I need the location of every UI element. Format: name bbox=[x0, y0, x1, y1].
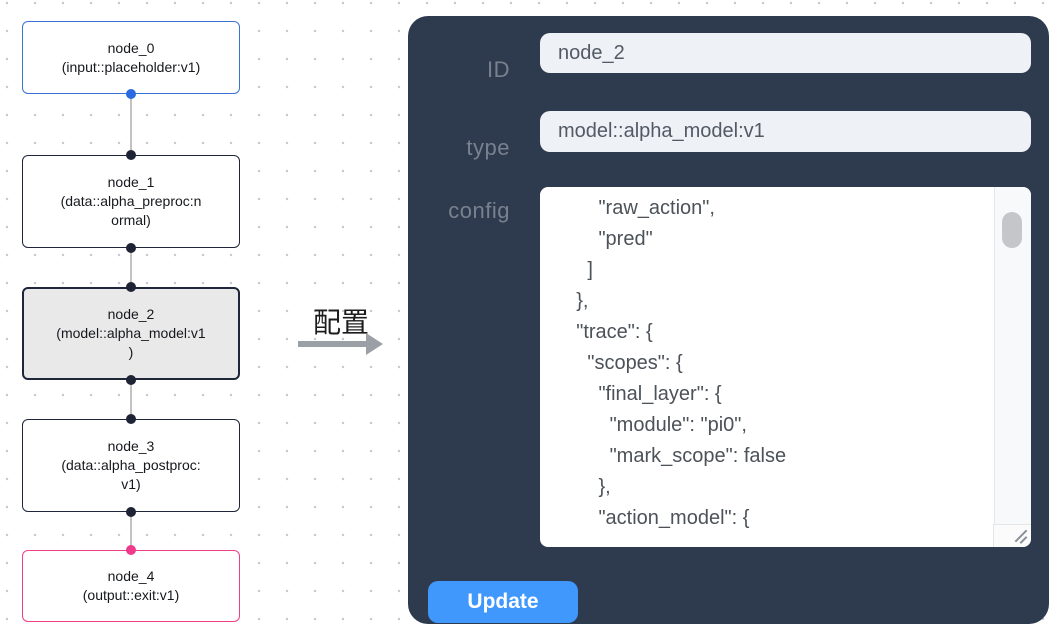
port-dot-node1-in[interactable] bbox=[126, 150, 136, 160]
port-dot-node0-out[interactable] bbox=[126, 89, 136, 99]
scrollbar-corner bbox=[993, 524, 1031, 547]
id-field-label: ID bbox=[487, 57, 510, 82]
config-json-text: "raw_action", "pred" ] }, "trace": { "sc… bbox=[576, 197, 787, 529]
port-dot-node3-out[interactable] bbox=[126, 507, 136, 517]
node-graph: node_0 (input::placeholder:v1) node_1 (d… bbox=[0, 0, 408, 643]
graph-node-node_0[interactable]: node_0 (input::placeholder:v1) bbox=[22, 21, 240, 94]
scrollbar-track[interactable] bbox=[994, 187, 1031, 525]
port-dot-node2-out[interactable] bbox=[126, 375, 136, 385]
configure-label: 配置 bbox=[312, 307, 369, 338]
node-label: node_2 (model::alpha_model:v1 ) bbox=[56, 306, 206, 360]
config-field-label: config bbox=[448, 198, 510, 223]
node-label: node_1 (data::alpha_preproc:n ormal) bbox=[60, 174, 202, 228]
edge-node2-node3 bbox=[130, 380, 132, 419]
node-label: node_4 (output::exit:v1) bbox=[82, 568, 180, 603]
edge-node1-node2 bbox=[130, 248, 132, 287]
edge-node0-node1 bbox=[130, 94, 132, 155]
graph-node-node_3[interactable]: node_3 (data::alpha_postproc: v1) bbox=[22, 419, 240, 512]
arrow-right-icon bbox=[298, 333, 388, 355]
id-input[interactable] bbox=[540, 33, 1031, 73]
edge-node3-node4 bbox=[130, 512, 132, 550]
node-label: node_0 (input::placeholder:v1) bbox=[61, 39, 201, 75]
graph-node-node_1[interactable]: node_1 (data::alpha_preproc:n ormal) bbox=[22, 155, 240, 248]
node-label: node_3 (data::alpha_postproc: v1) bbox=[61, 438, 201, 492]
graph-node-node_4[interactable]: node_4 (output::exit:v1) bbox=[22, 550, 240, 622]
port-dot-node4-in[interactable] bbox=[126, 545, 136, 555]
config-panel: ID type config "raw_action", "pred" ] },… bbox=[408, 16, 1049, 624]
scrollbar-thumb[interactable] bbox=[1002, 212, 1022, 248]
graph-node-node_2[interactable]: node_2 (model::alpha_model:v1 ) bbox=[22, 287, 240, 380]
update-button[interactable]: Update bbox=[428, 581, 578, 623]
resize-grip-icon[interactable] bbox=[1012, 528, 1028, 544]
type-field-label: type bbox=[466, 135, 510, 160]
port-dot-node3-in[interactable] bbox=[126, 414, 136, 424]
port-dot-node1-out[interactable] bbox=[126, 243, 136, 253]
config-textarea[interactable]: "raw_action", "pred" ] }, "trace": { "sc… bbox=[540, 187, 1031, 547]
port-dot-node2-in[interactable] bbox=[126, 282, 136, 292]
type-input[interactable] bbox=[540, 111, 1031, 152]
